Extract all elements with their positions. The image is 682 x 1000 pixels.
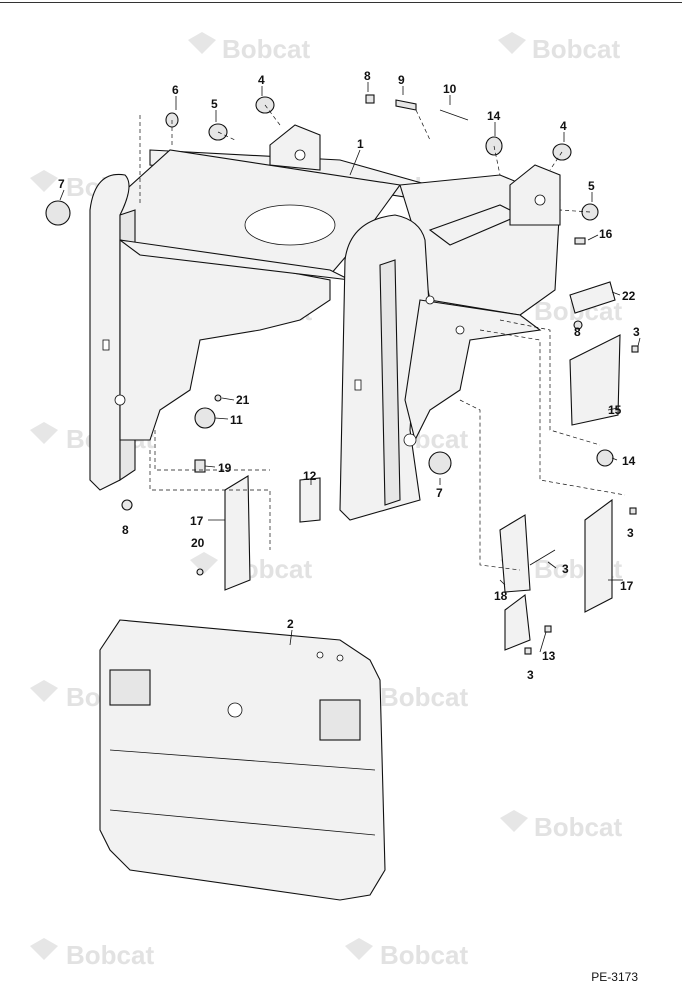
- shield-15: [569, 334, 621, 426]
- bolt-3b: [629, 507, 637, 515]
- callout-22: 22: [622, 289, 636, 303]
- callout-17b: 17: [620, 579, 634, 593]
- bolt-3a: [631, 345, 639, 353]
- callout-16: 16: [599, 227, 613, 241]
- bolt-16: [574, 237, 586, 245]
- watermark-text: Bobcat: [222, 34, 310, 64]
- callout-12: 12: [303, 469, 317, 483]
- clip-12: [299, 477, 321, 523]
- bolt-21: [214, 394, 222, 402]
- watermark-15: Bobcat: [30, 938, 154, 970]
- callout-14a: 14: [487, 109, 501, 123]
- figure-code: PE-3173: [591, 970, 638, 984]
- rear-panel-part-2: [99, 619, 386, 901]
- callout-1: 1: [357, 137, 364, 151]
- bushing-7b: [428, 451, 452, 475]
- callout-3b: 3: [627, 526, 634, 540]
- callout-5a: 5: [211, 97, 218, 111]
- watermark-16: Bobcat: [345, 938, 468, 970]
- watermark-1: Bobcat: [188, 32, 310, 64]
- callout-3a: 3: [633, 325, 640, 339]
- bracket-17b: [584, 498, 613, 613]
- callout-21: 21: [236, 393, 250, 407]
- callout-19: 19: [218, 461, 232, 475]
- pin-9: [395, 99, 417, 111]
- callout-9: 9: [398, 73, 405, 87]
- watermark-text: Bobcat: [534, 812, 622, 842]
- bracket-18: [499, 514, 531, 593]
- bolt-8b: [573, 320, 583, 330]
- callout-17a: 17: [190, 514, 204, 528]
- callout-2: 2: [287, 617, 294, 631]
- callout-6: 6: [172, 83, 179, 97]
- bushing-11: [194, 407, 216, 429]
- callout-labels: 1 2 3 3 3 3 4 4 5 5 6 7 7 8 8 8 9 10 11 …: [58, 69, 640, 682]
- rod-3c: [529, 549, 556, 566]
- callout-20: 20: [191, 536, 205, 550]
- callout-3d: 3: [527, 668, 534, 682]
- watermark-text: Bobcat: [380, 940, 468, 970]
- callout-10: 10: [443, 82, 457, 96]
- bolt-8c: [121, 499, 133, 511]
- callout-15: 15: [608, 403, 622, 417]
- bushing-7a: [45, 200, 71, 226]
- callout-7a: 7: [58, 177, 65, 191]
- callout-3c: 3: [562, 562, 569, 576]
- nut-14b: [596, 449, 614, 467]
- main-frame-part-1: [89, 124, 561, 521]
- callout-4b: 4: [560, 119, 567, 133]
- assembly-lines: [139, 104, 626, 571]
- callout-18: 18: [494, 589, 508, 603]
- leader-lines: [59, 82, 641, 653]
- bolt-13: [544, 625, 552, 633]
- watermark-text: Bobcat: [380, 682, 468, 712]
- callout-7b: 7: [436, 486, 443, 500]
- top-rule: [0, 2, 682, 3]
- watermark-text: Bobcat: [66, 940, 154, 970]
- bolt-20: [196, 568, 204, 576]
- callout-5b: 5: [588, 179, 595, 193]
- bolt-8a: [365, 94, 375, 104]
- callout-13: 13: [542, 649, 556, 663]
- watermark-14: Bobcat: [500, 810, 622, 842]
- watermark-2: Bobcat: [498, 32, 620, 64]
- small-parts: [45, 94, 639, 655]
- watermark-text: Bobcat: [532, 34, 620, 64]
- bolt-10: [439, 109, 469, 121]
- callout-14b: 14: [622, 454, 636, 468]
- bracket-13: [504, 593, 531, 651]
- plate-22: [569, 281, 616, 314]
- bolt-3d: [524, 647, 532, 655]
- callout-11: 11: [230, 413, 243, 427]
- bracket-17a: [224, 475, 251, 591]
- callout-8c: 8: [122, 523, 129, 537]
- callout-4a: 4: [258, 73, 265, 87]
- watermark-9: Bobcat: [190, 552, 312, 584]
- callout-8b: 8: [574, 325, 581, 339]
- callout-8a: 8: [364, 69, 371, 83]
